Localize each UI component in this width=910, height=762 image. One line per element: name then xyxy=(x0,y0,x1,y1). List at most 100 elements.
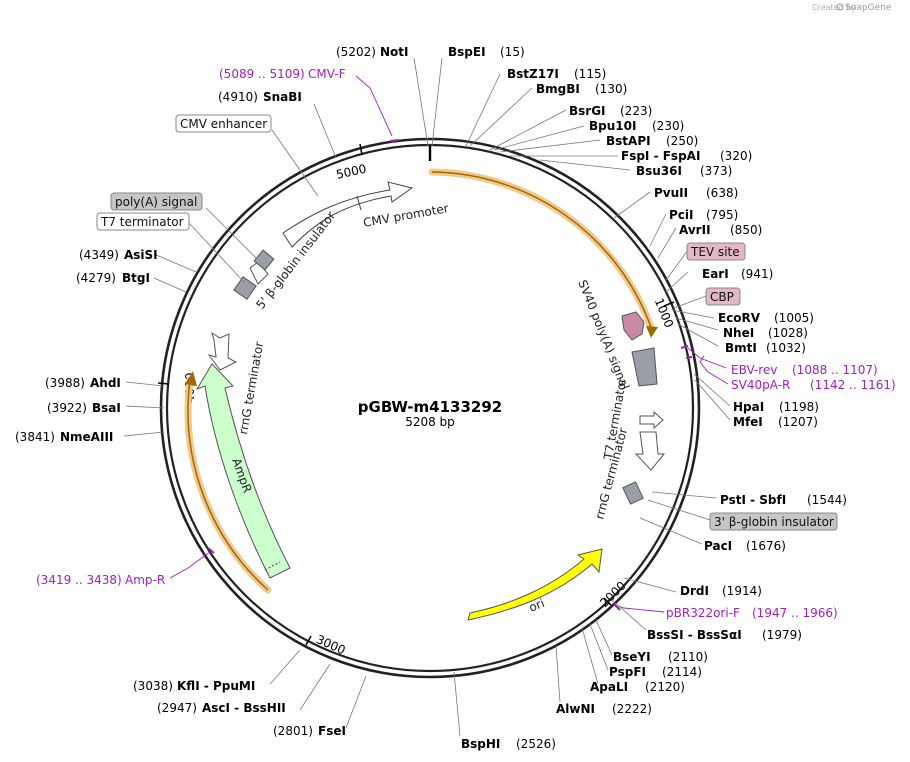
site-name[interactable]: AhdI xyxy=(90,376,121,390)
site-name[interactable]: MfeI xyxy=(733,415,763,429)
site-pos: (130) xyxy=(595,82,627,96)
site-pos: (115) xyxy=(574,67,606,81)
t7-terminator-box[interactable] xyxy=(233,276,257,300)
site-name[interactable]: PciI xyxy=(669,208,694,222)
primer-name[interactable]: SV40pA-R xyxy=(731,378,790,392)
site-name[interactable]: AsiSI xyxy=(124,248,158,262)
box-tev-site[interactable] xyxy=(686,242,746,261)
site-pos: (373) xyxy=(700,164,732,178)
ampr-arrow[interactable] xyxy=(195,363,291,579)
site-name[interactable]: BmtI xyxy=(725,341,757,355)
site-name[interactable]: AscI - BssHII xyxy=(202,701,286,715)
t7-terminator-arrow-right[interactable] xyxy=(639,410,664,430)
site-name[interactable]: Bpu10I xyxy=(589,119,636,133)
site-pos: (1005) xyxy=(774,311,814,325)
3-globin-insulator-box[interactable] xyxy=(622,481,644,505)
site-name[interactable]: BstAPI xyxy=(606,134,651,148)
site-name[interactable]: NotI xyxy=(380,45,409,59)
site-name[interactable]: NheI xyxy=(723,326,754,340)
tick-mark xyxy=(305,635,312,646)
site-pos: (3038) xyxy=(133,679,173,693)
site-name[interactable]: PstI - SbfI xyxy=(720,493,786,507)
site-name[interactable]: HpaI xyxy=(733,400,764,414)
box-label-tev-site: TEV site xyxy=(690,245,740,259)
feature-box-labels: CMV enhancer poly(A) signal T7 terminato… xyxy=(96,114,838,531)
primer-mark xyxy=(207,547,215,554)
site-pos: (941) xyxy=(741,267,773,281)
tick-mark xyxy=(157,382,170,385)
plasmid-name: pGBW-m4133292 xyxy=(358,398,502,416)
polya-signal-box[interactable] xyxy=(253,249,275,271)
box-polya-signal[interactable] xyxy=(110,192,203,211)
site-pos: (5202) xyxy=(336,45,376,59)
box-3-globin-insulator[interactable] xyxy=(709,512,838,531)
site-pos: (2120) xyxy=(645,680,685,694)
5-globin-insulator-arrow[interactable] xyxy=(249,261,269,285)
feature-label-sv40: SV40 poly(A) signal xyxy=(575,278,632,392)
primer-name[interactable]: EBV-rev xyxy=(731,363,777,377)
site-name[interactable]: SnaBI xyxy=(263,90,302,104)
site-name[interactable]: AvrII xyxy=(679,223,711,237)
site-name[interactable]: BseYI xyxy=(613,650,651,664)
primer-range: (1947 .. 1966) xyxy=(752,606,838,620)
box-cmv-enhancer[interactable] xyxy=(175,114,272,133)
site-name[interactable]: BsrGI xyxy=(569,104,606,118)
site-name[interactable]: EarI xyxy=(702,267,729,281)
primer-name[interactable]: CMV-F xyxy=(308,67,346,81)
site-pos: (320) xyxy=(720,149,752,163)
site-pos: (1544) xyxy=(807,493,847,507)
site-name[interactable]: FspI - FspAI xyxy=(621,149,700,163)
cmv-promoter-arrow[interactable] xyxy=(282,181,414,248)
tick-label: 1000 xyxy=(652,296,676,330)
site-name[interactable]: FseI xyxy=(318,724,346,738)
site-name[interactable]: BssSI - BssSαI xyxy=(647,628,742,642)
rrng-terminator-arrow-right[interactable] xyxy=(634,431,666,471)
site-name[interactable]: KflI - PpuMI xyxy=(177,679,255,693)
credit-text: Created by xyxy=(812,3,856,12)
box-label-polya-signal: poly(A) signal xyxy=(115,195,197,209)
site-name[interactable]: BsaI xyxy=(92,401,121,415)
rrng-terminator-arrow-left[interactable] xyxy=(207,331,238,371)
site-name[interactable]: BspHI xyxy=(461,737,500,751)
site-name[interactable]: BspEI xyxy=(448,45,486,59)
site-name[interactable]: PspFI xyxy=(609,665,646,679)
backbone-inner-ring xyxy=(165,143,695,673)
site-pos: (850) xyxy=(730,223,762,237)
site-name[interactable]: AlwNI xyxy=(556,702,595,716)
tick-mark xyxy=(359,143,363,156)
orf-line-top xyxy=(431,171,653,331)
primer-name[interactable]: pBR322ori-F xyxy=(666,606,740,620)
primer-range: (1088 .. 1107) xyxy=(792,363,878,377)
site-pos: (1676) xyxy=(746,539,786,553)
orf-arrowhead xyxy=(185,371,197,386)
site-name[interactable]: PacI xyxy=(704,539,732,553)
site-name[interactable]: BstZ17I xyxy=(507,67,559,81)
site-name[interactable]: BmgBI xyxy=(536,82,580,96)
site-pos: (3841) xyxy=(15,430,55,444)
orf-arrowhead xyxy=(646,326,658,338)
site-name[interactable]: PvuII xyxy=(654,186,688,200)
sv40-polya-box[interactable] xyxy=(631,347,658,387)
ori-arrow[interactable] xyxy=(467,548,603,621)
primer-range: (1142 .. 1161) xyxy=(810,378,896,392)
box-t7-terminator[interactable] xyxy=(96,212,190,231)
box-cbp[interactable] xyxy=(705,287,741,306)
primer-labels: (5089 .. 5109) CMV-F EBV-rev (1088 .. 11… xyxy=(36,67,896,620)
restriction-sites: (5202) NotI BspEI (15) BstZ17I (115) Bmg… xyxy=(15,45,847,751)
tev-site-box[interactable] xyxy=(621,311,645,341)
primer-name[interactable]: Amp-R xyxy=(125,573,165,587)
site-name[interactable]: EcoRV xyxy=(718,311,761,325)
site-name[interactable]: BtgI xyxy=(122,271,150,285)
site-name[interactable]: DrdI xyxy=(680,584,709,598)
primer-mark xyxy=(389,139,399,142)
tick-mark xyxy=(603,597,612,606)
site-name[interactable]: ApaLI xyxy=(590,680,628,694)
tick-label: 5000 xyxy=(335,162,368,182)
box-label-cmv-enhancer: CMV enhancer xyxy=(180,117,267,131)
site-pos: (250) xyxy=(666,134,698,148)
site-pos: (2801) xyxy=(273,724,313,738)
site-name[interactable]: NmeAIII xyxy=(60,430,113,444)
tick-mark xyxy=(663,301,675,307)
site-pos: (4349) xyxy=(79,248,119,262)
site-name[interactable]: Bsu36I xyxy=(636,164,682,178)
